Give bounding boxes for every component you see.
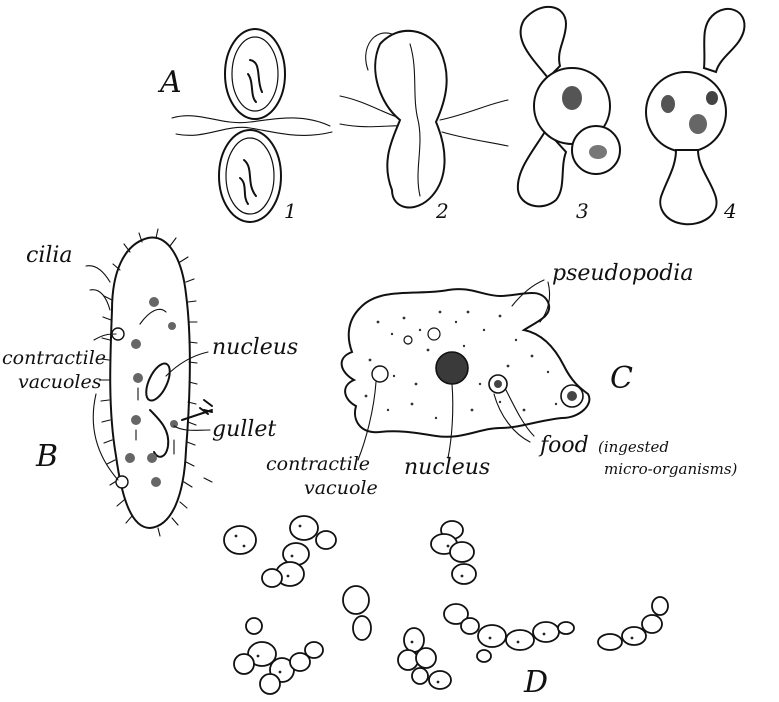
pseudopodia-label: pseudopodia (552, 261, 693, 286)
food-label: food (538, 433, 589, 458)
panel-b-paramecium: cilia contractile vacuoles nucleus gulle… (2, 229, 298, 536)
stage-1-number: 1 (284, 199, 297, 223)
panel-d-letter: D (523, 665, 548, 697)
amoeba-nucleus (436, 352, 468, 384)
nucleus-label-b: nucleus (212, 335, 298, 360)
gullet-label: gullet (212, 417, 276, 442)
panel-d-yeast: D (224, 516, 668, 697)
amoeba-contractile-vacuole (372, 366, 388, 382)
stage-3-cells: 3 (518, 7, 620, 223)
stage-3-number: 3 (576, 199, 589, 223)
panel-a-conjugation: A 1 2 (157, 7, 744, 224)
panel-b-letter: B (35, 439, 58, 474)
food-note-line2: micro-organisms) (604, 460, 738, 478)
cilia-label: cilia (26, 243, 73, 268)
panel-a-letter: A (157, 65, 182, 100)
nucleus-label-c: nucleus (404, 455, 490, 480)
food-note-line1: (ingested (598, 438, 669, 456)
panel-c-amoeba: pseudopodia C contractile vacuole nucleu… (266, 261, 738, 499)
stage-1-cells: 1 (172, 29, 332, 223)
contractile-vacuoles-label-line2: vacuoles (18, 371, 102, 393)
contractile-vacuole-label-line1: contractile (266, 453, 370, 475)
contractile-vacuoles-label-line1: contractile (2, 347, 106, 369)
stage-4-number: 4 (723, 199, 737, 223)
stage-4-cells: 4 (646, 9, 744, 224)
stage-2-number: 2 (435, 199, 449, 223)
stage-2-cells: 2 (340, 31, 508, 223)
panel-c-letter: C (610, 361, 633, 396)
contractile-vacuole-label-line2: vacuole (304, 477, 378, 499)
